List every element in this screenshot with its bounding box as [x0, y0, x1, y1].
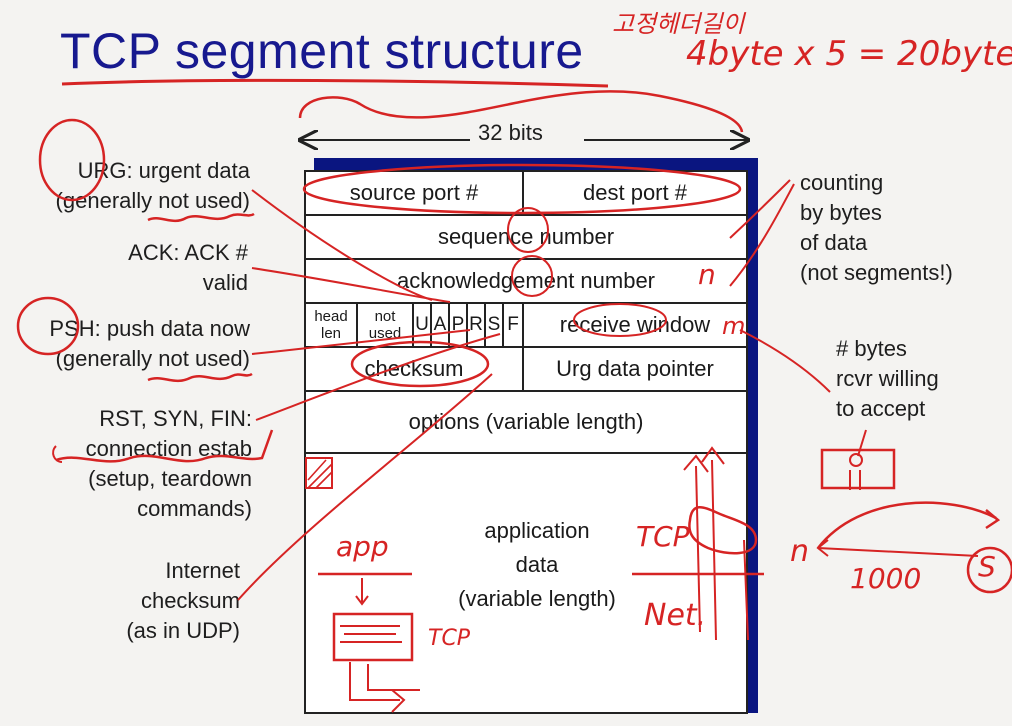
counting-pointer-ack [729, 183, 795, 287]
checksum-pointer-line [237, 373, 493, 601]
head-len-field: head len [306, 304, 358, 346]
ports-circle [302, 163, 742, 215]
handwritten-s: S [978, 550, 996, 583]
handwritten-net: Net. [644, 598, 707, 633]
handwritten-formula: 4byte x 5 = 20byte [686, 34, 1012, 74]
sequence-number-field: sequence number [437, 224, 615, 249]
urg-circle [38, 118, 106, 202]
tcp-loop [688, 506, 758, 555]
flag-s: S [486, 304, 504, 346]
urg-label: URG: urgent data (generally not used) [55, 158, 250, 213]
row-options: options (variable length) [306, 392, 746, 454]
flag-a: A [432, 304, 450, 346]
receive-window-label: # bytes rcvr willing to accept [836, 336, 939, 421]
handwritten-korean: 고정헤더길이 [612, 10, 745, 38]
width-label: 32 bits [478, 120, 543, 145]
receive-window-field: receive window [559, 312, 711, 337]
row-flags: head len not used U A P R S F receive wi… [306, 304, 746, 348]
flag-r: R [468, 304, 486, 346]
bits-brace [298, 90, 744, 133]
tcp-buffer-box [332, 612, 414, 662]
counting-pointer-seq [729, 179, 791, 239]
urg-pointer-field: Urg data pointer [556, 356, 714, 381]
segment-diagram: source port # dest port # sequence numbe… [304, 170, 748, 714]
handwritten-1000: 1000 [850, 562, 922, 595]
ack-label: ACK: ACK # valid [128, 240, 248, 295]
rst-syn-fin-label: RST, SYN, FIN: connection estab (setup, … [85, 406, 252, 521]
ack-circle [511, 255, 553, 297]
handwritten-n-small: n [790, 534, 810, 569]
window-circle [573, 303, 667, 337]
psh-label: PSH: push data now (generally not used) [49, 316, 250, 371]
row-app-data: application data (variable length) [306, 454, 746, 712]
rst-pointer-line [255, 333, 501, 421]
handwritten-tcp-bottom: TCP [428, 626, 471, 651]
hatched-square [305, 457, 333, 489]
flag-p: P [450, 304, 468, 346]
source-port-field: source port # [306, 172, 524, 214]
handwritten-tcp-right: TCP [636, 520, 690, 553]
dest-port-field: dest port # [583, 180, 687, 205]
psh-circle [16, 296, 80, 356]
row-ports: source port # dest port # [306, 172, 746, 216]
checksum-circle [350, 340, 490, 388]
urg-pointer-line [251, 189, 433, 301]
ack-pointer-line [251, 267, 451, 303]
handwritten-app: app [336, 530, 389, 563]
handwritten-n: n [698, 258, 716, 291]
checksum-label: Internet checksum (as in UDP) [126, 558, 240, 643]
psh-pointer-line [251, 329, 471, 355]
flow-arc [817, 501, 997, 549]
handwritten-m: m [722, 312, 746, 340]
title-underline [61, 78, 609, 88]
server-circle [966, 546, 1012, 594]
ack-number-field: acknowledgement number [396, 268, 656, 293]
row-checksum: checksum Urg data pointer [306, 348, 746, 392]
flag-f: F [504, 304, 524, 346]
flag-u: U [414, 304, 432, 346]
window-pointer-line [739, 329, 831, 393]
rst-underline [55, 429, 274, 463]
seq-circle [507, 207, 549, 253]
rcvr-buffer-box [820, 448, 896, 490]
row-sequence: sequence number [306, 216, 746, 260]
not-used-field: not used [358, 304, 414, 346]
counting-label: counting by bytes of data (not segments!… [800, 170, 953, 285]
psh-underline [147, 372, 253, 383]
row-ack: acknowledgement number [306, 260, 746, 304]
app-data-field: application data (variable length) [458, 518, 616, 611]
urg-underline [147, 212, 255, 223]
slide-title: TCP segment structure [60, 23, 584, 79]
